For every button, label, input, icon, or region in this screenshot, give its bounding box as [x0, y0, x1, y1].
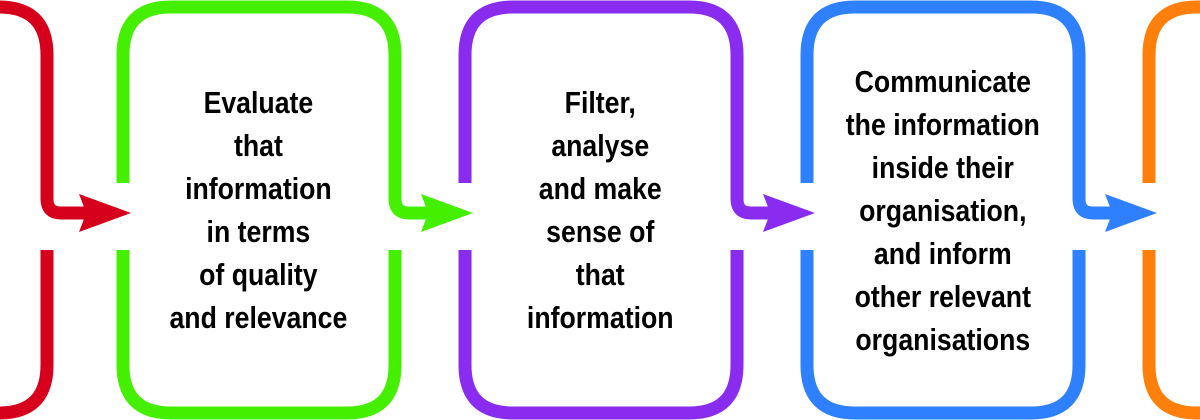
step-2-label: Evaluate that information in terms of qu… — [169, 85, 348, 335]
step-2-box — [116, 0, 473, 420]
box-bottom-outline — [1142, 250, 1200, 420]
box-top-outline-connector — [458, 0, 793, 220]
arrow-right-icon — [1105, 194, 1157, 232]
box-bottom-outline — [0, 250, 54, 420]
step-2-text: Evaluate that information in terms of qu… — [117, 0, 400, 420]
arrow-right-icon — [763, 194, 815, 232]
box-top-outline-connector — [0, 0, 109, 220]
box-bottom-outline — [116, 250, 402, 420]
step-4-text: Communicate the information inside their… — [801, 0, 1084, 420]
step-1-box — [0, 0, 131, 420]
step-4-label: Communicate the information inside their… — [845, 63, 1040, 357]
step-5-box — [1142, 0, 1200, 420]
step-3-text: Filter, analyse and make sense of that i… — [459, 0, 742, 420]
step-3-label: Filter, analyse and make sense of that i… — [527, 85, 674, 335]
box-top-outline-connector — [800, 0, 1135, 220]
box-bottom-outline — [800, 250, 1086, 420]
box-bottom-outline — [458, 250, 744, 420]
step-3-box — [458, 0, 815, 420]
arrow-right-icon — [421, 194, 473, 232]
arrow-right-icon — [79, 194, 131, 232]
box-top-outline-connector — [1142, 0, 1200, 183]
box-top-outline-connector — [116, 0, 451, 220]
step-4-box — [800, 0, 1157, 420]
